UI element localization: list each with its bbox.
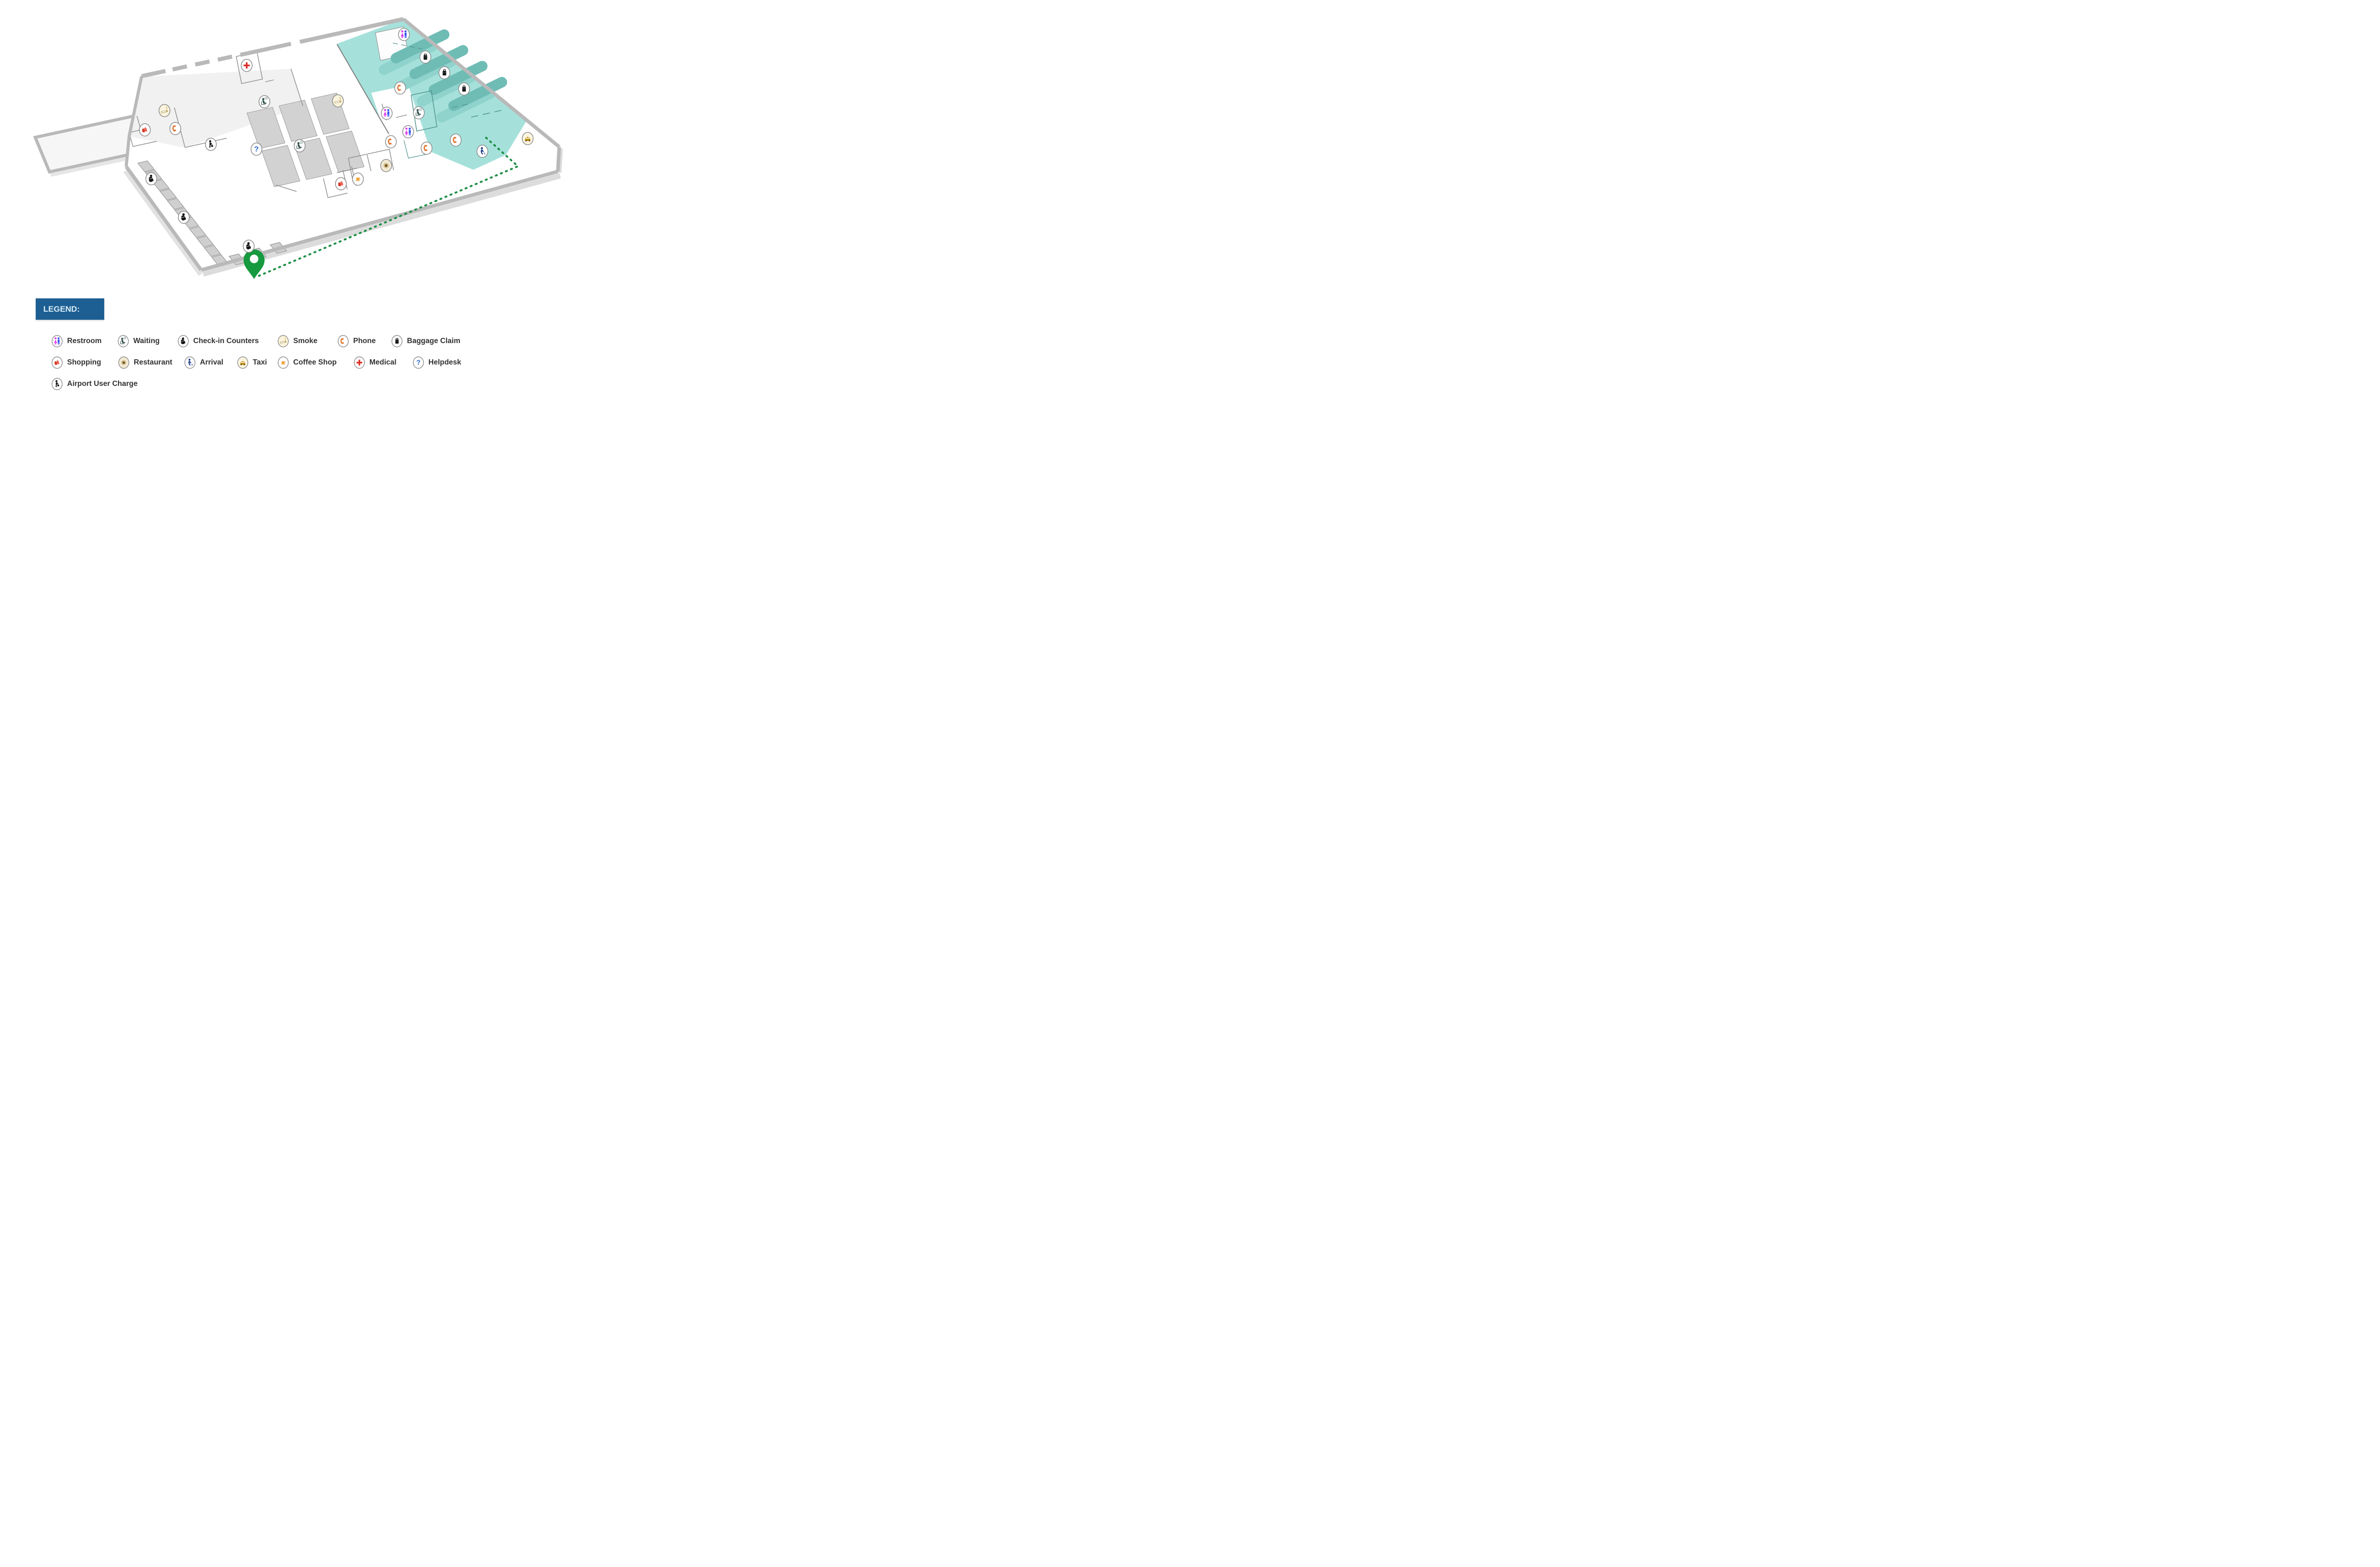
legend-item-label: Smoke xyxy=(293,337,317,345)
legend-item-label: Arrival xyxy=(200,358,224,366)
phone-icon xyxy=(337,335,349,348)
checkin-counter-row xyxy=(137,160,288,266)
legend-title: LEGEND: xyxy=(36,298,104,320)
legend-item-label: Waiting xyxy=(133,337,160,345)
auc-icon xyxy=(51,377,63,391)
waiting-icon[interactable] xyxy=(294,139,305,152)
phone-icon[interactable] xyxy=(170,122,181,135)
legend-item-checkin: Check-in Counters xyxy=(177,335,259,348)
waiting-icon[interactable] xyxy=(413,107,424,119)
checkin-counter-square xyxy=(152,179,170,191)
arrival-icon[interactable] xyxy=(477,145,488,158)
waiting-icon xyxy=(117,335,129,348)
phone-icon[interactable] xyxy=(386,136,397,148)
legend-item-label: Phone xyxy=(353,337,376,345)
baggage-carousels xyxy=(378,29,507,123)
legend-item-coffee: Coffee Shop xyxy=(277,356,337,369)
checkin-icon[interactable] xyxy=(178,211,189,224)
legend-item-restaurant: Restaurant xyxy=(118,356,172,369)
phone-icon[interactable] xyxy=(421,142,432,154)
legend-item-label: Restaurant xyxy=(134,358,172,366)
baggage-icon[interactable] xyxy=(439,67,450,79)
checkin-counter-square xyxy=(159,188,177,200)
baggage-icon xyxy=(391,335,403,348)
phone-icon[interactable] xyxy=(450,134,461,146)
legend-item-label: Airport User Charge xyxy=(67,380,138,388)
restaurant-icon[interactable] xyxy=(380,159,392,172)
restroom-icon[interactable] xyxy=(398,28,409,40)
restaurant-icon xyxy=(118,356,129,369)
checkin-icon xyxy=(177,335,189,348)
location-pin[interactable] xyxy=(243,249,265,279)
legend-item-label: Check-in Counters xyxy=(193,337,259,345)
legend-item-helpdesk: Helpdesk xyxy=(412,356,461,369)
legend-item-label: Helpdesk xyxy=(428,358,461,366)
legend-item-auc: Airport User Charge xyxy=(51,377,138,391)
legend-item-label: Medical xyxy=(369,358,397,366)
taxi-icon[interactable] xyxy=(522,132,534,145)
restroom-corridor xyxy=(371,85,433,166)
legend-item-label: Shopping xyxy=(67,358,101,366)
legend-item-label: Taxi xyxy=(253,358,267,366)
terminal-map: ? xyxy=(33,17,563,279)
checkin-counter-square xyxy=(203,245,221,257)
smoke-icon xyxy=(278,335,289,347)
restroom-icon[interactable] xyxy=(403,126,414,138)
checkin-counter-square xyxy=(196,236,214,247)
checkin-counter-square xyxy=(188,226,207,238)
checkin-counter-square xyxy=(167,198,185,210)
checkin-icon[interactable] xyxy=(146,173,157,185)
shopping-icon xyxy=(51,356,63,369)
arrival-icon xyxy=(184,356,196,369)
legend-item-arrival: Arrival xyxy=(184,356,223,369)
restroom-icon xyxy=(51,335,63,348)
legend-item-restroom: Restroom xyxy=(51,335,101,348)
smoke-icon[interactable] xyxy=(159,104,170,118)
legend-item-smoke: Smoke xyxy=(277,335,317,348)
shopping-icon[interactable] xyxy=(336,177,347,190)
phone-icon[interactable] xyxy=(395,82,406,94)
checkin-counter-square xyxy=(137,160,155,172)
legend-item-shopping: Shopping xyxy=(51,356,101,369)
legend-item-baggage: Baggage Claim xyxy=(391,335,460,348)
waiting-icon[interactable] xyxy=(259,96,270,108)
medical-icon[interactable] xyxy=(241,59,252,71)
legend-item-waiting: Waiting xyxy=(117,335,159,348)
baggage-icon[interactable] xyxy=(458,83,469,95)
helpdesk-icon[interactable] xyxy=(251,143,262,155)
legend-item-medical: Medical xyxy=(353,356,397,369)
legend-item-label: Restroom xyxy=(67,337,102,345)
legend-item-phone: Phone xyxy=(337,335,376,348)
teal-rooms xyxy=(393,42,505,159)
helpdesk-icon xyxy=(412,356,425,369)
legend-item-label: Baggage Claim xyxy=(407,337,460,345)
legend-item-label: Coffee Shop xyxy=(293,358,337,366)
coffee-icon xyxy=(277,356,289,369)
restroom-icon[interactable] xyxy=(381,107,392,119)
taxi-icon xyxy=(237,356,248,369)
coffee-icon[interactable] xyxy=(352,173,363,185)
shopping-icon[interactable] xyxy=(139,124,150,136)
baggage-icon[interactable] xyxy=(420,51,431,63)
checkin-icon[interactable] xyxy=(243,240,254,252)
airport-map-page: ? xyxy=(0,0,595,392)
medical-icon xyxy=(353,356,366,369)
smoke-icon[interactable] xyxy=(332,94,344,108)
legend-item-taxi: Taxi xyxy=(237,356,267,369)
auc-icon[interactable] xyxy=(206,138,217,150)
